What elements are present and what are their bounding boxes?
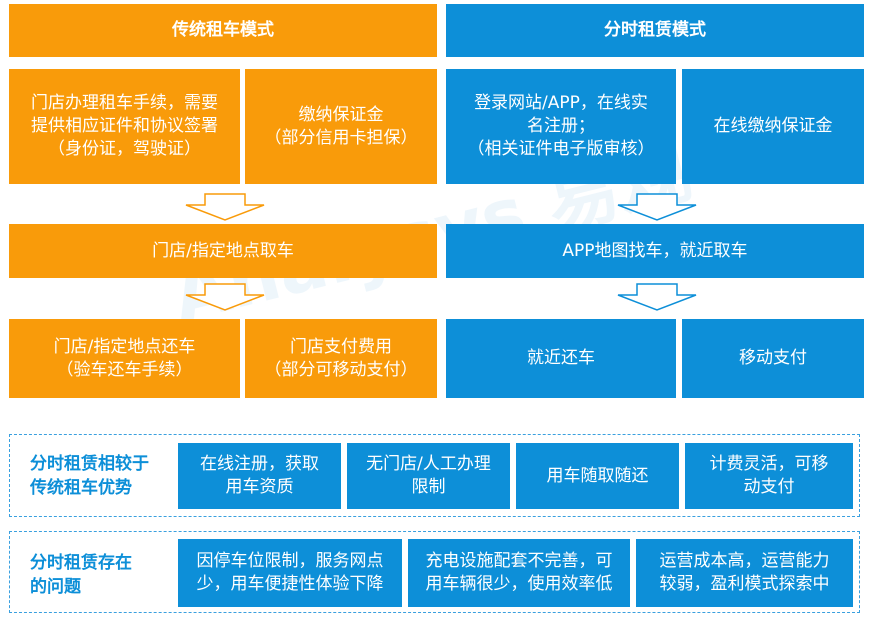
advantage-item: 无门店/人工办理 限制	[347, 443, 510, 509]
advantage-item: 计费灵活，可移 动支付	[685, 443, 853, 509]
timeshare-step3-payment: 移动支付	[682, 319, 864, 398]
advantages-label: 分时租赁相较于 传统租车优势	[30, 454, 149, 498]
traditional-step3-payment: 门店支付费用 （部分可移动支付）	[245, 319, 437, 398]
down-arrow-icon	[617, 283, 697, 311]
advantage-item: 用车随取随还	[516, 443, 679, 509]
advantage-item: 在线注册，获取 用车资质	[178, 443, 341, 509]
traditional-step1-deposit: 缴纳保证金 （部分信用卡担保）	[245, 69, 437, 184]
traditional-mode-header: 传统租车模式	[9, 4, 437, 57]
problems-label: 分时租赁存在 的问题	[30, 553, 132, 597]
down-arrow-icon	[185, 283, 265, 311]
timeshare-mode-header: 分时租赁模式	[446, 4, 864, 57]
timeshare-step3-return: 就近还车	[446, 319, 676, 398]
problem-item: 运营成本高，运营能力 较弱，盈利模式探索中	[636, 539, 853, 607]
timeshare-step1-deposit: 在线缴纳保证金	[682, 69, 864, 184]
problem-item: 充电设施配套不完善，可 用车辆很少，使用效率低	[408, 539, 630, 607]
problem-item: 因停车位限制，服务网点 少，用车便捷性体验下降	[178, 539, 402, 607]
traditional-step1-procedures: 门店办理租车手续，需要 提供相应证件和协议签署 （身份证，驾驶证）	[9, 69, 240, 184]
timeshare-step1-registration: 登录网站/APP，在线实 名注册； （相关证件电子版审核）	[446, 69, 676, 184]
down-arrow-icon	[185, 193, 265, 221]
traditional-step2-pickup: 门店/指定地点取车	[9, 224, 437, 278]
down-arrow-icon	[617, 193, 697, 221]
traditional-step3-return: 门店/指定地点还车 （验车还车手续）	[9, 319, 240, 398]
timeshare-step2-pickup: APP地图找车，就近取车	[446, 224, 864, 278]
